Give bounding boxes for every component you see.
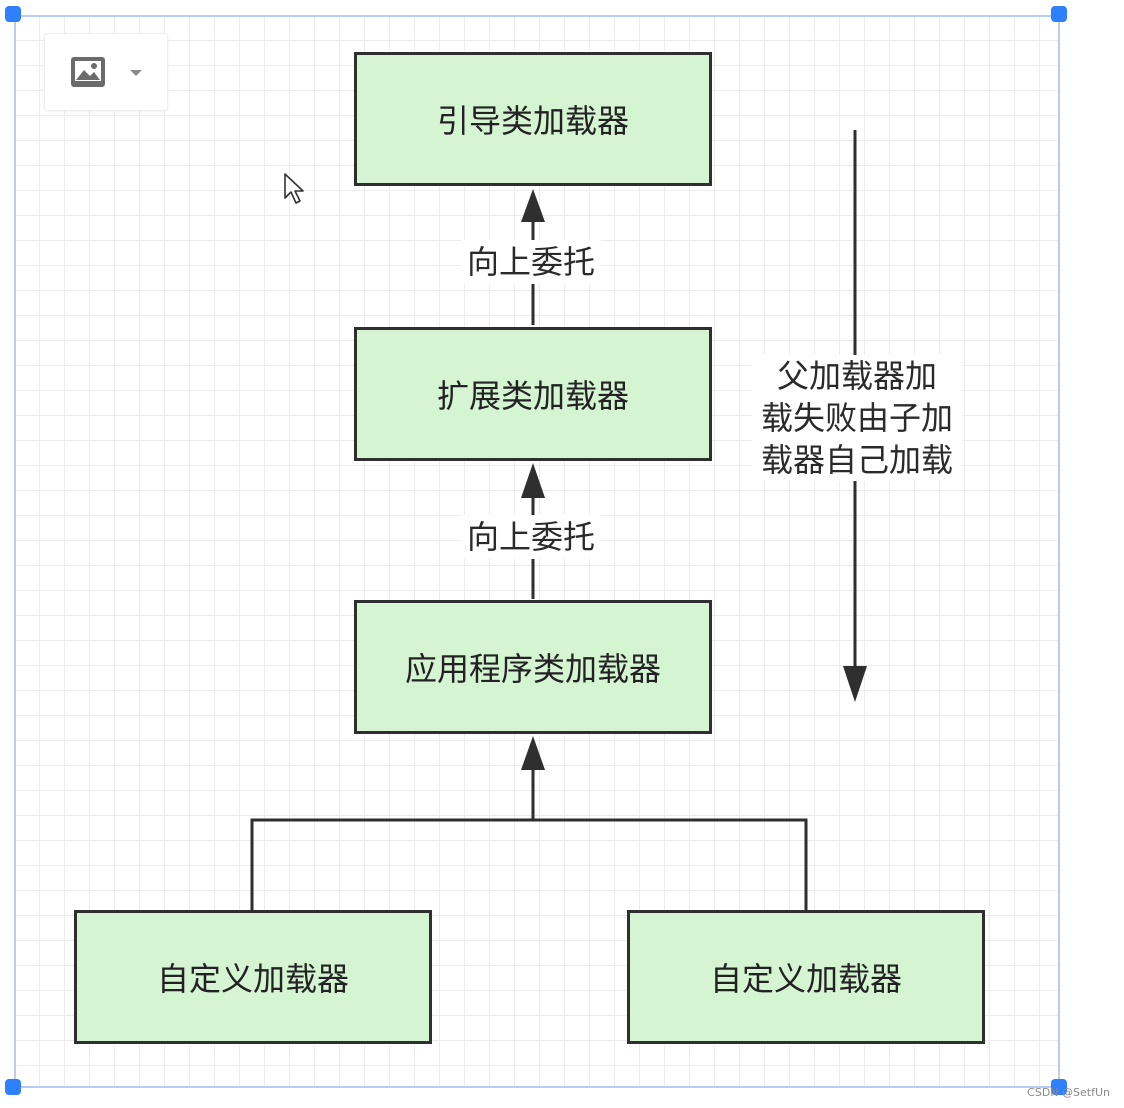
node-bootstrap-loader[interactable]: 引导类加载器 bbox=[354, 52, 712, 186]
resize-handle-top-right[interactable] bbox=[1051, 6, 1067, 22]
node-label: 自定义加载器 bbox=[156, 960, 349, 998]
side-note: 父加载器加 载失败由子加 载器自己加载 bbox=[752, 355, 962, 481]
node-label: 应用程序类加载器 bbox=[404, 650, 661, 688]
arrow-custom-to-application bbox=[250, 736, 808, 910]
watermark: CSDN @SetfUn bbox=[1027, 1086, 1110, 1099]
edge-label-delegate-lower: 向上委托 bbox=[461, 515, 602, 559]
resize-handle-top-left[interactable] bbox=[5, 6, 21, 22]
node-label: 扩展类加载器 bbox=[436, 377, 629, 415]
mouse-pointer-icon bbox=[284, 173, 304, 204]
caret-down-icon[interactable] bbox=[130, 70, 142, 76]
side-note-line: 载器自己加载 bbox=[760, 441, 953, 479]
side-note-line: 载失败由子加 bbox=[760, 399, 953, 437]
resize-handle-bottom-right[interactable] bbox=[1051, 1079, 1067, 1095]
node-custom-loader-right[interactable]: 自定义加载器 bbox=[627, 910, 985, 1044]
side-note-line: 父加载器加 bbox=[776, 357, 937, 395]
resize-handle-bottom-left[interactable] bbox=[5, 1079, 21, 1095]
node-label: 自定义加载器 bbox=[709, 960, 902, 998]
edge-label-delegate-upper: 向上委托 bbox=[461, 240, 602, 284]
node-application-loader[interactable]: 应用程序类加载器 bbox=[354, 600, 712, 734]
node-extension-loader[interactable]: 扩展类加载器 bbox=[354, 327, 712, 461]
image-toolbar bbox=[44, 33, 168, 111]
node-label: 引导类加载器 bbox=[436, 102, 629, 140]
selection-border bbox=[14, 15, 1060, 1088]
node-custom-loader-left[interactable]: 自定义加载器 bbox=[74, 910, 432, 1044]
image-icon[interactable] bbox=[71, 57, 105, 87]
